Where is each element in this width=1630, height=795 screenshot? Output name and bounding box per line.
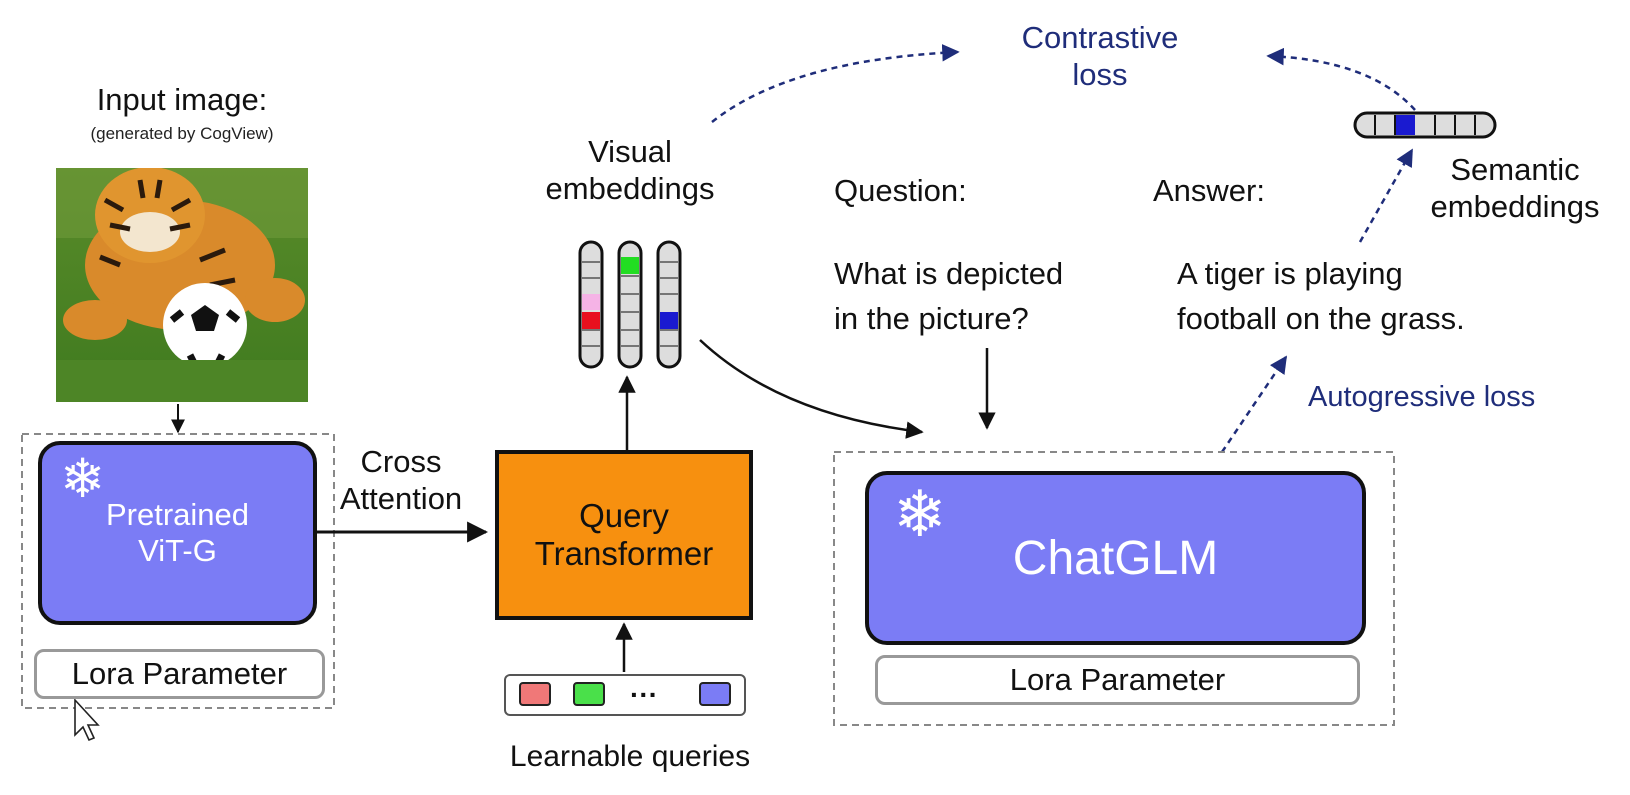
- vit-lora-parameter: Lora Parameter: [34, 649, 325, 699]
- query-ellipsis: ···: [630, 679, 658, 710]
- question-text: What is depicted in the picture?: [834, 252, 1063, 342]
- arrow-embeddings-to-chatglm: [699, 339, 924, 439]
- autoregressive-loss-label: Autogressive loss: [1308, 381, 1536, 413]
- qformer-label: Query Transformer: [497, 452, 751, 618]
- qformer-label-line1: Query: [579, 497, 669, 534]
- mouse-pointer-icon: [74, 697, 100, 742]
- contrastive-loss-line1: Contrastive: [1021, 20, 1179, 55]
- learnable-queries-label: Learnable queries: [509, 740, 751, 773]
- cross-attention-line1: Cross: [360, 444, 442, 479]
- arrow-answer-to-semantic: [1358, 148, 1414, 243]
- contrastive-loss-line2: loss: [1072, 56, 1128, 92]
- vit-label-line2: ViT-G: [138, 533, 217, 568]
- qformer-box: [495, 450, 753, 620]
- qformer-label-line2: Transformer: [534, 535, 714, 572]
- visual-embedding-3: [656, 240, 682, 369]
- learnable-queries-tray: [504, 674, 746, 716]
- input-image-title: Input image:: [96, 82, 268, 117]
- chatglm-container: [833, 451, 1395, 726]
- input-image: [56, 168, 308, 402]
- visual-embedding-2: [617, 240, 643, 369]
- cross-attention-label: Cross Attention: [326, 444, 476, 517]
- vit-box: [38, 441, 317, 625]
- snowflake-icon: ❄: [893, 478, 947, 550]
- answer-label: Answer:: [1153, 173, 1265, 208]
- arrow-autoregressive: [1220, 355, 1288, 453]
- semantic-embeddings-line1: Semantic: [1450, 152, 1580, 187]
- visual-embeddings-line1: Visual: [588, 134, 672, 169]
- contrastive-loss-label: Contrastive loss: [985, 20, 1215, 93]
- answer-text: A tiger is playing football on the grass…: [1177, 252, 1465, 342]
- cross-attention-line2: Attention: [339, 480, 463, 516]
- query-token-blue: [699, 682, 731, 706]
- chatglm-label: ChatGLM: [1012, 531, 1219, 585]
- vit-label-line1: Pretrained: [105, 497, 250, 532]
- snowflake-icon: ❄: [60, 449, 106, 509]
- question-text-line1: What is depicted: [834, 256, 1064, 291]
- chatglm-box: [865, 471, 1366, 645]
- visual-embeddings-line2: embeddings: [545, 170, 715, 206]
- visual-embedding-1: [578, 240, 604, 369]
- visual-embeddings-label: Visual embeddings: [520, 134, 740, 207]
- arrow-contrastive-left: [711, 44, 960, 123]
- arrow-contrastive-right: [1266, 47, 1416, 111]
- chatglm-lora-parameter: Lora Parameter: [875, 655, 1360, 705]
- semantic-embeddings-label: Semantic embeddings: [1410, 152, 1620, 225]
- vit-label: Pretrained ViT-G: [40, 497, 315, 568]
- answer-text-line2: football on the grass.: [1177, 300, 1465, 336]
- question-text-line2: in the picture?: [834, 300, 1029, 336]
- input-image-subtitle: (generated by CogView): [90, 124, 274, 143]
- query-token-red: [519, 682, 551, 706]
- query-token-green: [573, 682, 605, 706]
- visual-embedding-vectors: [578, 240, 682, 369]
- vit-container: [21, 433, 335, 709]
- semantic-embedding-vector: [1353, 111, 1497, 139]
- answer-text-line1: A tiger is playing: [1177, 256, 1403, 291]
- question-label: Question:: [834, 173, 967, 208]
- semantic-embeddings-line2: embeddings: [1430, 188, 1600, 224]
